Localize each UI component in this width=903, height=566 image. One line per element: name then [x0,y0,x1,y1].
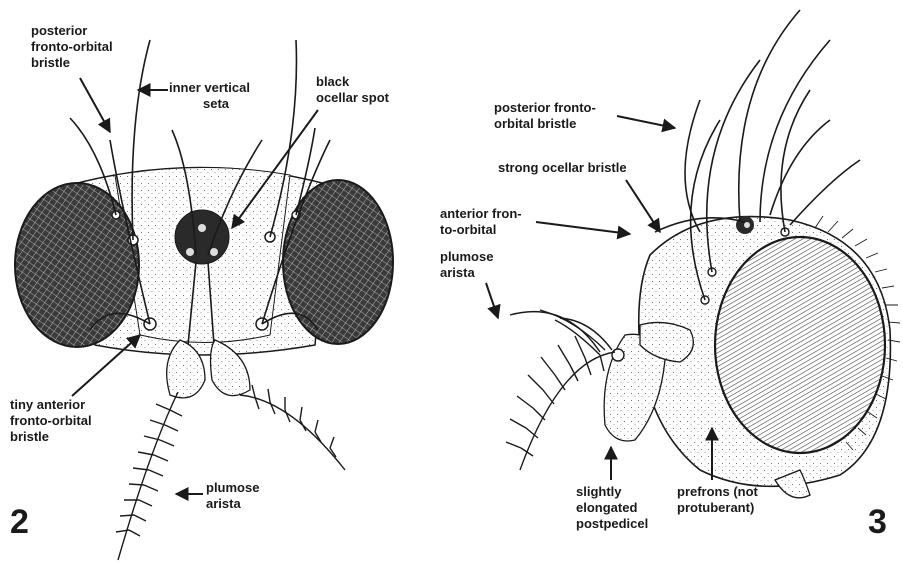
label-slightly-elongated-postpedicel: slightly elongated postpedicel [576,484,648,531]
label-posterior-fronto-orbital-bristle: posterior fronto-orbital bristle [31,23,116,70]
plumose-arista-lateral [506,310,615,470]
arrow-posterior-fronto-orbital-fig3 [617,116,675,128]
label-strong-ocellar-bristle: strong ocellar bristle [498,160,627,175]
compound-eye-lateral [715,237,885,453]
ocellus [744,222,750,228]
arrow-strong-ocellar-bristle [626,180,660,232]
arrow-plumose-arista-fig3 [486,283,498,318]
label-anterior-fronto-orbital: anterior fron- to-orbital [440,206,525,237]
figure-3-lateral-head: posterior fronto- orbital bristle strong… [440,10,900,541]
left-compound-eye [15,183,139,347]
figure-number-2: 2 [10,503,29,541]
arrow-anterior-fronto-orbital [536,222,630,234]
right-plumose-arista [240,385,345,470]
black-ocellar-spot [175,210,229,264]
figure-2-frontal-head: posterior fronto-orbital bristle inner v… [10,23,393,560]
arrow-posterior-fronto-orbital [80,78,110,132]
label-inner-vertical-seta: inner vertical seta [169,80,254,111]
left-plumose-arista [116,392,182,560]
label-tiny-anterior-fronto-orbital-bristle: tiny anterior fronto-orbital bristle [10,397,95,444]
label-plumose-arista-fig2: plumose arista [206,480,263,511]
label-black-ocellar-spot: black ocellar spot [316,74,390,105]
ocellus [198,224,206,232]
ocellus [186,248,194,256]
label-prefrons: prefrons (not protuberant) [677,484,762,515]
right-compound-eye [283,180,393,344]
label-posterior-fronto-orbital-bristle-fig3: posterior fronto- orbital bristle [494,100,599,131]
label-plumose-arista-fig3: plumose arista [440,249,497,280]
ocellus [210,248,218,256]
arista-base [612,349,624,361]
figure-number-3: 3 [868,503,887,541]
